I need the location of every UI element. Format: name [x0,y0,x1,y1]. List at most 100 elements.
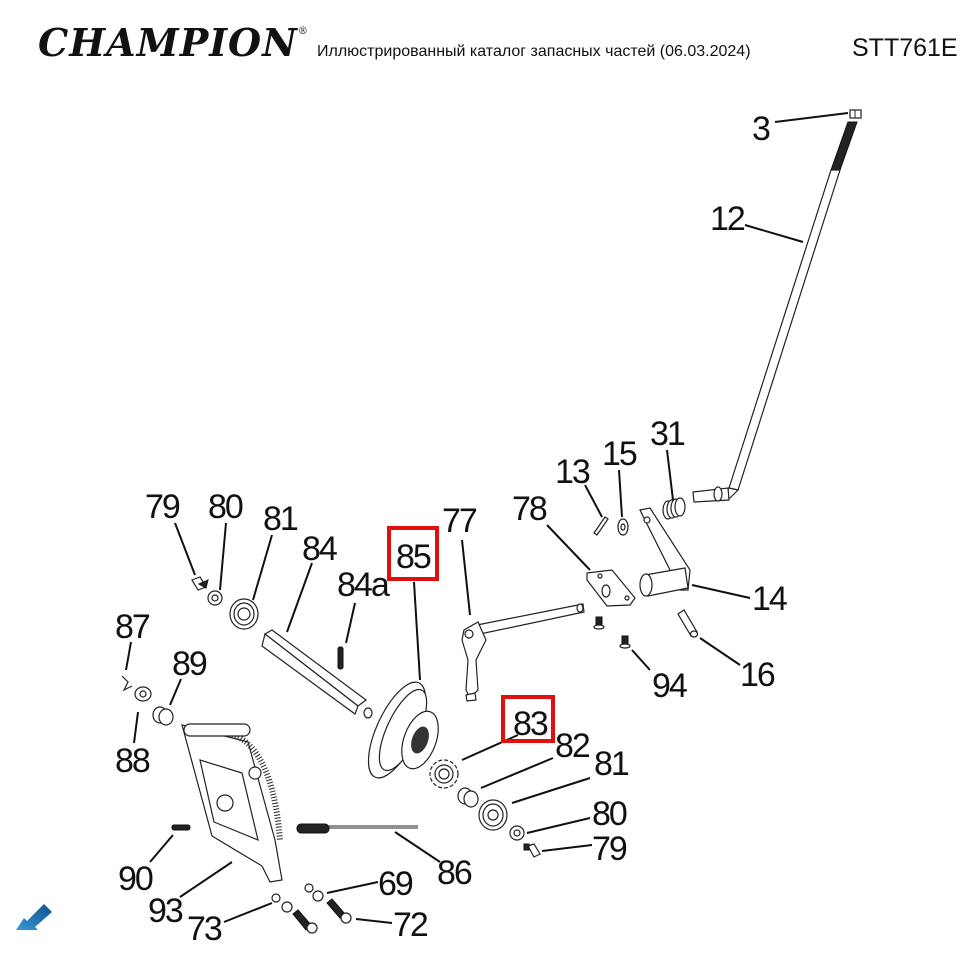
callout-12[interactable]: 12 [710,200,747,238]
model-number: STT761E [852,34,958,62]
back-arrow-button[interactable] [14,900,54,934]
part-94-screws[interactable] [593,616,631,649]
leader-80-left [219,522,227,591]
leader-31 [666,449,674,501]
callout-80-right[interactable]: 80 [592,795,629,833]
part-80-washer-left[interactable] [207,590,223,606]
leader-84a [345,602,356,644]
callout-85[interactable]: 85 [396,538,433,576]
callout-93[interactable]: 93 [148,892,185,930]
leader-87 [125,641,132,671]
part-69-nut-washer[interactable] [304,883,324,902]
part-12-rod[interactable] [720,121,858,499]
part-72-bolt[interactable] [326,898,352,924]
callout-15[interactable]: 15 [602,435,639,473]
leader-81-left [252,534,273,601]
part-31-spring[interactable] [662,497,686,520]
callout-14[interactable]: 14 [752,580,789,618]
callout-83[interactable]: 83 [513,705,550,743]
callout-84a[interactable]: 84a [337,566,392,604]
part-15-washer[interactable] [617,518,629,536]
leader-83 [461,734,519,761]
callout-90[interactable]: 90 [118,860,155,898]
callout-81-right[interactable]: 81 [594,745,631,783]
leader-16 [699,637,741,666]
callout-3[interactable]: 3 [752,110,772,148]
part-13-pin[interactable] [593,516,609,536]
callout-89[interactable]: 89 [172,645,209,683]
registered-mark: ® [297,26,309,37]
callout-72[interactable]: 72 [393,906,430,944]
callout-16[interactable]: 16 [740,656,777,694]
part-84-shaft[interactable] [261,629,373,719]
leader-94 [631,649,651,671]
callout-13[interactable]: 13 [555,453,592,491]
leader-72 [355,918,393,924]
leader-93 [179,861,233,898]
callout-86[interactable]: 86 [437,854,474,892]
leader-79-left [174,522,196,576]
part-16-pin[interactable] [677,609,699,638]
part-79-bolt-right[interactable] [523,843,541,858]
callout-84[interactable]: 84 [302,530,339,568]
brand-name: CHAMPION [38,20,298,65]
part-14-lever[interactable] [639,507,691,597]
callout-79-left[interactable]: 79 [145,488,182,526]
leader-79-right [541,844,593,852]
leader-77 [461,539,471,616]
callout-31[interactable]: 31 [650,415,687,453]
callout-81-left[interactable]: 81 [263,500,300,538]
callout-77[interactable]: 77 [442,502,479,540]
leader-15 [618,469,623,518]
part-89-bushing[interactable] [152,706,174,726]
leader-73 [223,902,273,923]
leader-13 [584,484,603,518]
part-86-spring-cable[interactable] [296,823,418,834]
leader-69 [326,881,379,894]
part-77-shift-lever[interactable] [461,603,585,702]
leader-89 [169,678,182,706]
callout-80-left[interactable]: 80 [208,488,245,526]
leader-82 [480,757,554,789]
part-79-bolt-left[interactable] [191,576,209,591]
callout-69[interactable]: 69 [378,865,415,903]
leader-86 [394,831,441,863]
part-73-nut-bolt[interactable] [271,893,318,934]
callout-82[interactable]: 82 [555,727,592,765]
leader-3 [774,112,849,123]
part-3-cap[interactable] [849,109,862,119]
leader-81-right [511,777,591,804]
callout-94[interactable]: 94 [652,667,689,705]
rod-pin-end [692,486,730,503]
part-93-housing[interactable] [181,723,283,883]
leader-78 [546,524,591,571]
part-82-bushing[interactable] [457,787,479,808]
leader-12 [744,224,804,243]
callout-88[interactable]: 88 [115,742,152,780]
leader-88 [133,711,139,744]
part-81-bearing-left[interactable] [229,598,259,630]
part-78-bracket[interactable] [586,569,636,607]
leader-80-right [526,817,591,834]
callout-73[interactable]: 73 [187,910,224,948]
part-87-clip[interactable] [121,675,133,692]
champion-logo: CHAMPION® [38,20,309,65]
leader-84 [286,562,313,633]
part-83-sprocket[interactable] [429,759,459,789]
part-80-washer-right[interactable] [509,825,525,841]
part-90-spring[interactable] [171,824,191,831]
catalog-title: Иллюстрированный каталог запасных частей… [317,43,751,60]
part-81-bearing-right[interactable] [478,799,508,831]
highlight-box-83 [501,695,555,743]
highlight-box-85 [387,526,439,581]
callout-78[interactable]: 78 [512,490,549,528]
callout-79-right[interactable]: 79 [592,830,629,868]
part-84a-key[interactable] [337,646,344,670]
callout-87[interactable]: 87 [115,608,152,646]
leader-14 [691,584,751,599]
leader-85 [413,581,421,681]
part-88-washer[interactable] [134,686,152,702]
part-85-pulley[interactable] [357,674,445,785]
back-arrow-icon [16,904,52,930]
